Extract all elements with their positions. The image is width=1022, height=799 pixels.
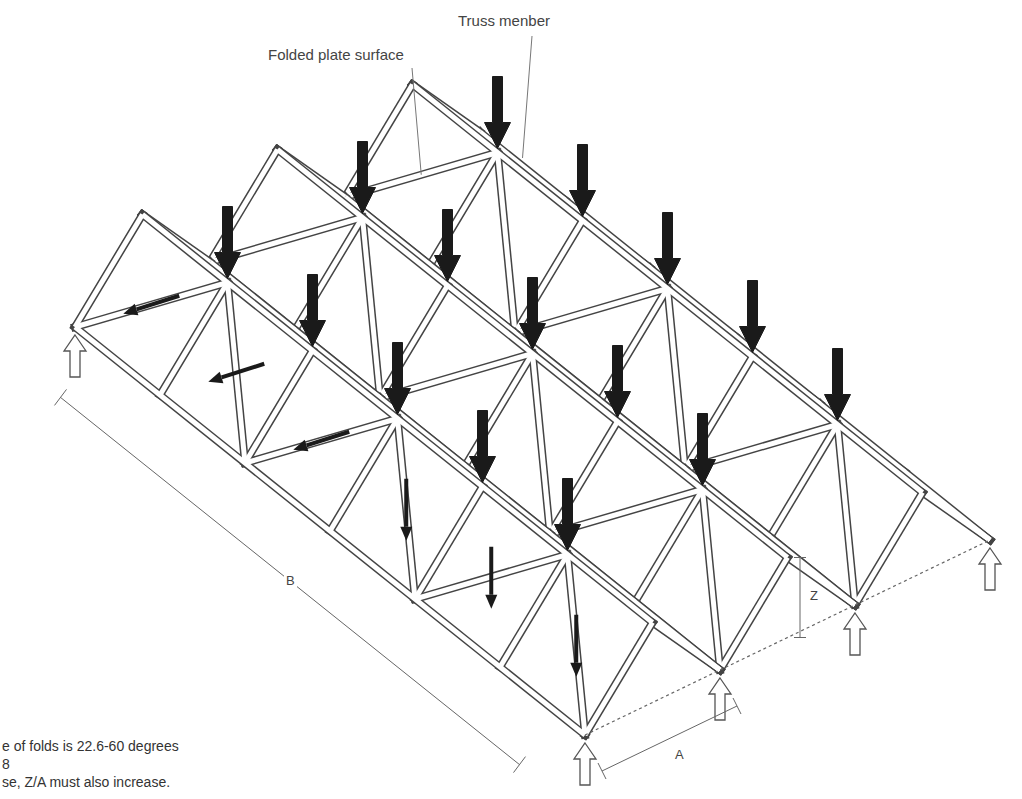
truss-member-outline xyxy=(363,218,381,399)
truss-member-outline xyxy=(278,150,788,558)
dimension-line xyxy=(602,706,737,771)
load-arrow xyxy=(825,349,851,421)
note-text: se, Z/A must also increase. xyxy=(2,774,170,791)
load-arrow xyxy=(655,213,681,285)
thrust-arrow-head xyxy=(485,595,497,609)
leader-line xyxy=(523,36,533,158)
leader-label: Folded plate surface xyxy=(268,46,404,64)
load-arrow xyxy=(485,77,511,149)
thrust-arrow-shaft xyxy=(574,615,578,663)
thrust-arrow-shaft xyxy=(222,364,265,378)
truss-member-outline xyxy=(75,327,585,735)
load-arrow xyxy=(385,343,411,415)
truss-member-inner xyxy=(278,150,788,558)
dimension-tick xyxy=(794,637,806,638)
thrust-arrow-head xyxy=(293,440,308,451)
thrust-arrow-shaft xyxy=(404,479,408,527)
load-arrow xyxy=(570,145,596,217)
truss-member-inner xyxy=(75,283,228,328)
note-text: 8 xyxy=(2,756,10,773)
thrust-arrow-head xyxy=(400,527,412,541)
truss-member-outline xyxy=(398,419,416,600)
dimension-tick xyxy=(55,389,67,405)
support-arrow xyxy=(64,335,86,377)
truss-member-inner xyxy=(703,490,721,671)
load-arrow xyxy=(555,479,581,551)
thrust-arrow-head xyxy=(570,663,582,677)
load-arrow xyxy=(605,346,631,418)
dimension-tick xyxy=(794,557,806,558)
truss-member-inner xyxy=(838,425,856,606)
leader-line xyxy=(412,68,421,175)
truss-member-inner xyxy=(363,218,381,399)
thrust-arrow-shaft xyxy=(307,432,350,446)
dimension-line xyxy=(61,397,520,764)
dimension-label: A xyxy=(673,747,686,763)
truss-member-outline xyxy=(498,153,516,334)
truss-member-inner xyxy=(668,289,686,470)
truss-member-inner xyxy=(533,354,551,535)
support-arrow xyxy=(979,548,1001,590)
truss-member-outline xyxy=(533,354,551,535)
truss-member-outline xyxy=(413,85,923,493)
dimension-line xyxy=(800,558,801,638)
truss-member-outline xyxy=(838,425,856,606)
leader-label: Truss menber xyxy=(458,12,550,30)
dimension-tick xyxy=(514,757,526,773)
truss-member-outline xyxy=(75,215,143,328)
truss-member-inner xyxy=(413,85,923,493)
truss-member-inner xyxy=(75,327,585,735)
load-arrow xyxy=(350,142,376,214)
dimension-label: B xyxy=(284,573,297,589)
plate-surface xyxy=(75,215,653,736)
thrust-arrow-head xyxy=(208,372,223,383)
load-arrow xyxy=(690,414,716,486)
load-arrow xyxy=(740,281,766,353)
truss-member-outline xyxy=(668,289,686,470)
folded-plate xyxy=(75,215,653,736)
thrust-arrow-head xyxy=(123,304,138,315)
dimension-tick xyxy=(733,698,741,714)
truss-member-outline xyxy=(143,215,653,623)
thrust-arrow-shaft xyxy=(489,547,493,595)
truss-member-inner xyxy=(245,419,398,464)
load-arrow xyxy=(520,278,546,350)
truss-member-inner xyxy=(398,419,416,600)
truss-member-inner xyxy=(498,153,516,334)
dashed-edge xyxy=(585,540,990,735)
truss-member-inner xyxy=(143,215,653,623)
dimension-tick xyxy=(598,763,606,779)
load-arrow xyxy=(300,275,326,347)
truss-member-outline xyxy=(703,490,721,671)
dimension-label: Z xyxy=(808,588,820,604)
support-arrow xyxy=(574,743,596,785)
note-text: e of folds is 22.6-60 degrees xyxy=(2,738,179,755)
load-arrow xyxy=(215,207,241,279)
load-arrow xyxy=(470,411,496,483)
load-arrow xyxy=(435,210,461,282)
support-arrow xyxy=(844,613,866,655)
truss-member-inner xyxy=(75,215,143,328)
thrust-arrow-shaft xyxy=(137,296,180,310)
truss-member-inner xyxy=(568,555,586,736)
truss-member-outline xyxy=(568,555,586,736)
